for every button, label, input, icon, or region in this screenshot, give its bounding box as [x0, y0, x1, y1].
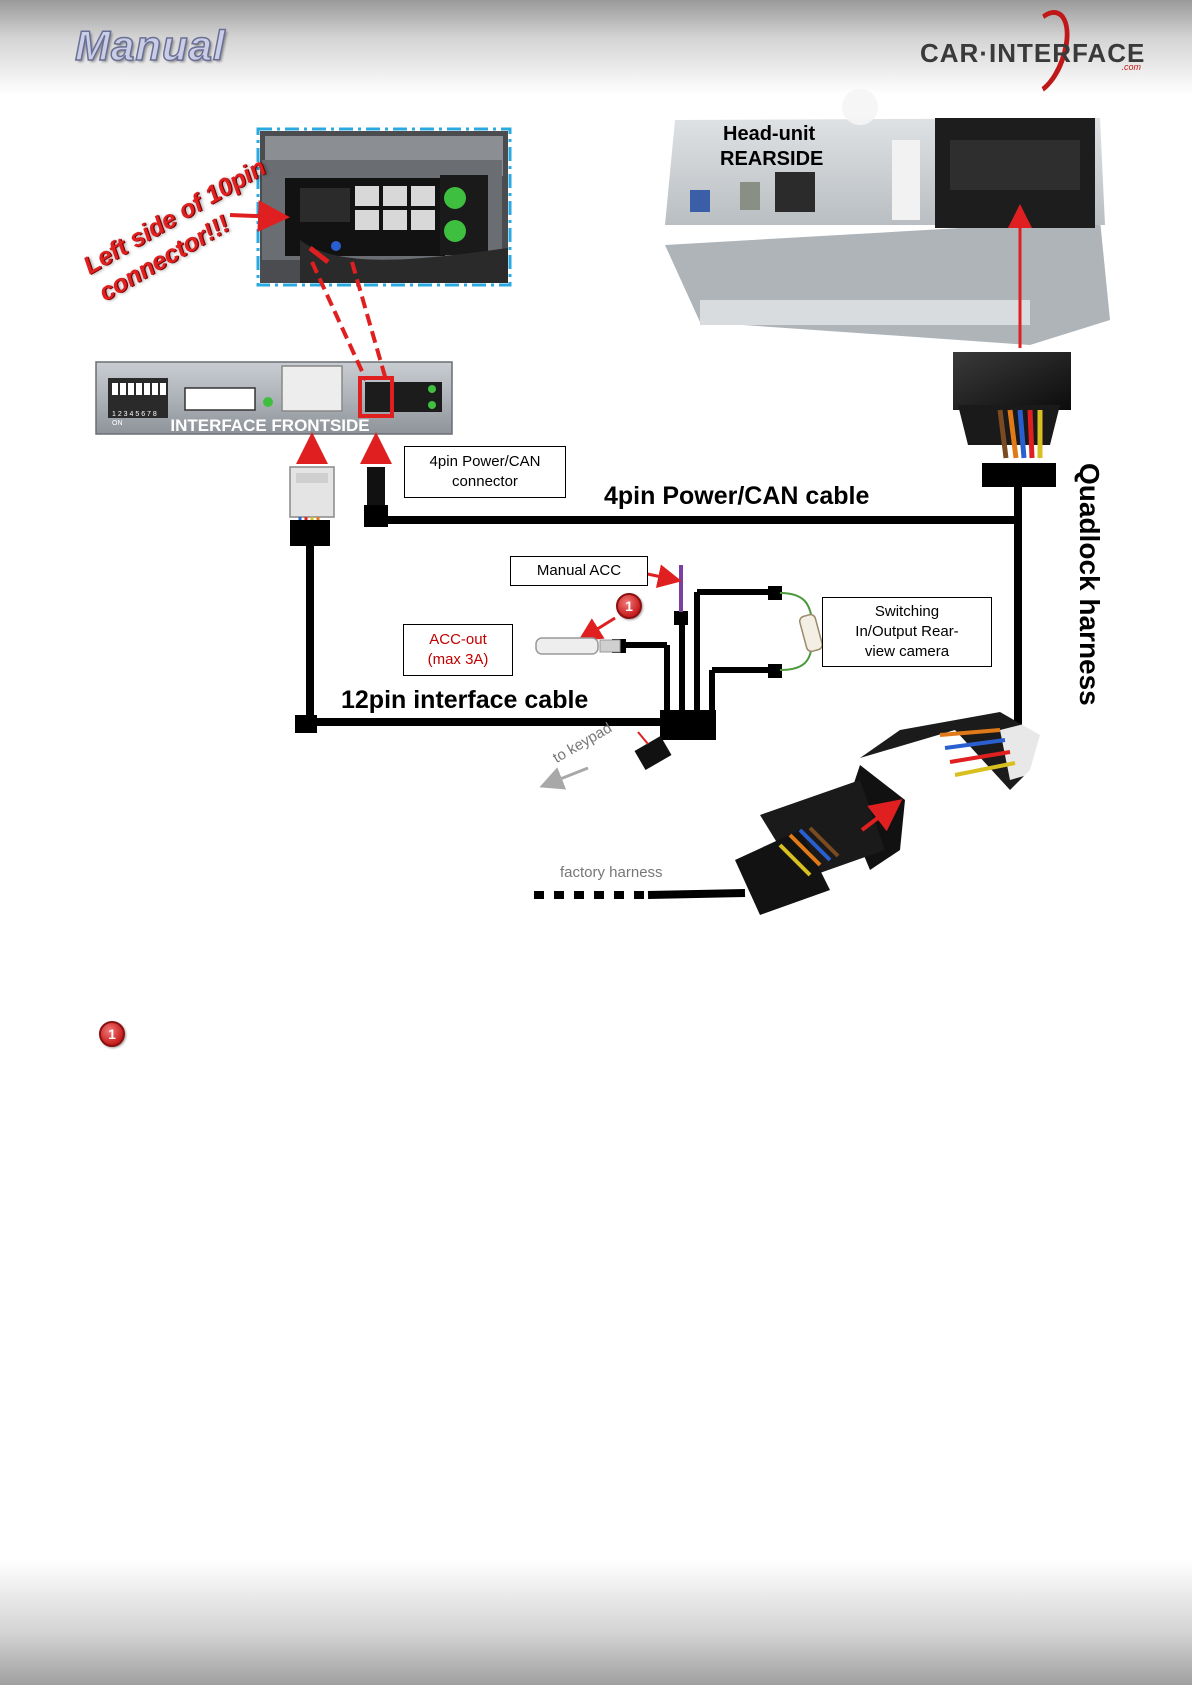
switching-io-text: Switching In/Output Rear- view camera [855, 602, 958, 662]
marker-1-icon: 1 [99, 1021, 125, 1047]
power-can-cable-label: 4pin Power/CAN cable [604, 482, 869, 511]
dip-switch-on: ON [112, 420, 123, 427]
factory-harness-label: factory harness [560, 864, 663, 881]
cable-junction [660, 710, 716, 740]
cable-joint [295, 715, 317, 733]
quadlock-harness-photo [735, 712, 1045, 915]
quadlock-harness-label: Quadlock harness [1075, 463, 1105, 743]
manual-acc-text: Manual ACC [537, 561, 621, 581]
acc-out-fuse [536, 638, 620, 654]
factory-harness-cable [648, 893, 745, 895]
interface-cable-label: 12pin interface cable [341, 686, 588, 715]
dip-switch-numbers: 1 2 3 4 5 6 7 8 [112, 411, 157, 418]
keypad-arrow-icon [545, 768, 588, 785]
quadlock-top-connector [953, 352, 1071, 487]
cable-end [768, 586, 782, 600]
power-can-connector-text: 4pin Power/CAN connector [430, 452, 541, 492]
cable-end [768, 664, 782, 678]
led-icon [444, 187, 466, 209]
acc-out-box: ACC-out (max 3A) [403, 624, 513, 676]
page-footer [0, 1560, 1192, 1685]
interface-frontside-label: INTERFACE FRONTSIDE [170, 416, 369, 435]
12pin-connector [290, 467, 334, 546]
manual-acc-box: Manual ACC [510, 556, 648, 586]
connector-closeup-photo [260, 131, 508, 283]
switching-io-box: Switching In/Output Rear- view camera [822, 597, 992, 667]
led-icon [444, 220, 466, 242]
head-unit-label: Head-unit [723, 123, 815, 146]
marker-1-icon: 1 [616, 593, 642, 619]
acc-out-text: ACC-out (max 3A) [428, 630, 489, 670]
inline-fuse [799, 614, 824, 653]
power-can-connector-box: 4pin Power/CAN connector [404, 446, 566, 498]
rearside-label: REARSIDE [720, 148, 823, 171]
cable-end [674, 611, 688, 625]
red-arrow-icon [583, 618, 615, 638]
